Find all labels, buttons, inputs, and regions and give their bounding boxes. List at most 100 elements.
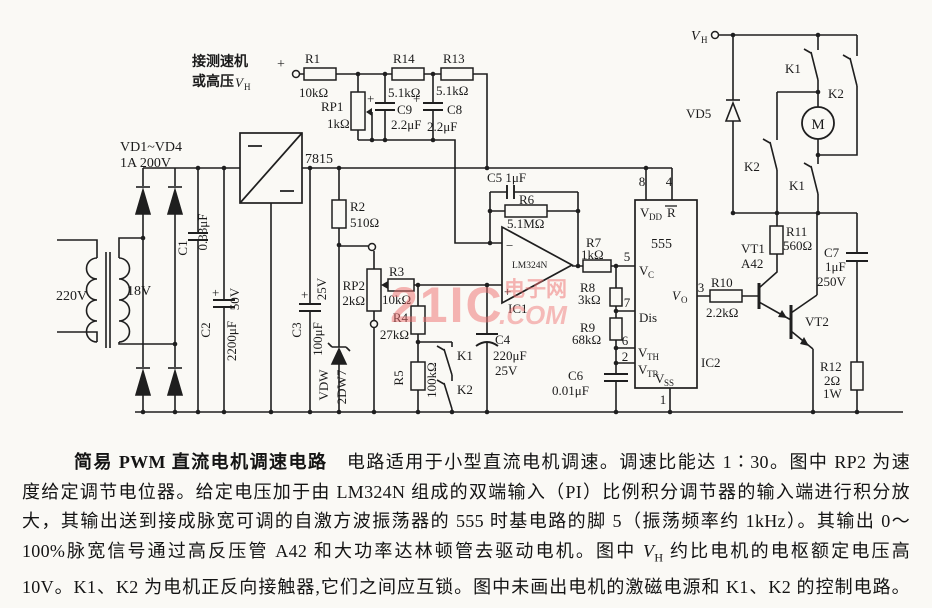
pin-3: 3 [698,280,705,295]
label-rp1v: 1kΩ [327,116,350,131]
label-vtr-sub: TR [647,369,659,379]
label-rp2v: 2kΩ [342,293,365,308]
input-vh-sub: H [244,82,251,92]
label-vt1v: A42 [741,256,763,271]
label-r11: R11 [786,224,807,239]
label-rp1: RP1 [321,99,343,114]
pin-8: 8 [639,174,646,189]
label-c1: C1 [175,240,190,255]
label-c2r: 50V [227,287,242,310]
label-r3: R3 [389,264,404,279]
input-label-line1: 接测速机 [192,53,248,70]
label-ic1: IC1 [508,301,528,316]
label-k1-mid: K1 [457,348,473,363]
pin-4: 4 [666,174,673,189]
label-r14: R14 [393,51,415,66]
junction-dots [140,32,860,415]
labels: 接测速机 或高压 V H + VD1~VD4 1A 200V 7815 220V… [56,29,847,407]
label-vdwv: 2DW7 [334,369,349,404]
input-plus: + [277,57,285,72]
label-c6v: 0.01μF [552,383,589,398]
label-r12: R12 [820,359,842,374]
label-c2v: 2200μF [224,321,239,361]
label-c2: C2 [198,322,213,337]
label-7815: 7815 [305,152,333,167]
label-r5v: 100kΩ [424,362,439,398]
label-k1-top: K1 [785,61,801,76]
label-c9-plus: + [367,91,374,106]
label-r5: R5 [391,370,406,385]
transistors [757,283,809,346]
watermark-com: .COM [499,300,568,330]
label-vc: V [639,263,649,278]
label-r8v: 3kΩ [578,292,601,307]
label-r3v: 10kΩ [382,292,411,307]
label-vdd: V [640,205,650,220]
label-c9: C9 [397,102,412,117]
caption-title: 简易 PWM 直流电机调速电路 [74,452,328,472]
wires [57,34,903,413]
label-555: 555 [651,237,672,252]
potentiometer-arrows [366,108,388,289]
pin-5: 5 [624,249,631,264]
label-vd1-vd4-rating: 1A 200V [120,156,171,171]
label-lm324n: LM324N [512,261,548,271]
label-c9v: 2.2μF [391,117,421,132]
label-r2: R2 [350,199,365,214]
label-r12v: 2Ω [824,373,840,388]
label-rbar: R [667,205,676,220]
label-vss-sub: SS [664,378,674,388]
label-vd1-vd4: VD1~VD4 [120,140,182,155]
label-vh-sub: H [701,35,708,45]
label-k2-bot: K2 [744,159,760,174]
pin-6: 6 [622,333,629,348]
caption-vh: VH [643,540,664,565]
label-c6: C6 [568,368,584,383]
caption-line-1-rest: 电路适用于小型直流电机调速。调速比能达 1∶30。图中 RP2 为速 [327,452,911,472]
resistor-bodies [303,67,864,391]
caption-line-5: 10V。K1、K2 为电机正反向接触器,它们之间应互锁。图中未画出电机的激磁电源… [22,576,910,597]
motor-letter: M [811,117,824,133]
label-c3r: 25V [314,277,329,300]
watermark-21ic: 21IC [390,277,504,333]
label-c8-plus: + [413,91,420,106]
label-r1: R1 [305,51,320,66]
pin-2: 2 [622,349,629,364]
label-vh: V [691,29,701,44]
regulator-7815-box [239,132,303,204]
switch-blades [436,48,858,410]
label-vtr: V [638,362,648,377]
label-c8v: 2.2μF [427,119,457,134]
label-vt2: VT2 [805,314,829,329]
diode-vd5 [724,99,742,122]
label-vth: V [638,345,648,360]
label-r11v: 560Ω [783,238,812,253]
label-c4: C4 [495,332,511,347]
label-vc-sub: C [648,270,654,280]
pin-7: 7 [624,295,631,310]
opamp-triangle [501,225,574,305]
label-r8: R8 [580,280,595,295]
label-c3: C3 [289,322,304,337]
label-r13v: 5.1kΩ [436,83,468,98]
caption-line-2: 度给定调节电位器。给定电压加于由 LM324N 组成的双端输入（PI）比例积分调… [22,481,910,502]
label-r7v: 1kΩ [581,247,604,262]
input-vh: V [235,75,245,90]
label-vdd-sub: DD [649,212,662,222]
label-dis: Dis [639,310,657,325]
label-r7: R7 [586,235,602,250]
bridge-diodes [134,186,184,396]
label-c4r: 25V [495,363,518,378]
label-r4: R4 [393,310,409,325]
label-vdw: VDW [316,369,331,401]
label-c7: C7 [824,245,840,260]
caption-line-4a: 100%脉宽信号通过高反压管 A42 和大功率达林顿管去驱动电机。图中 [22,540,644,561]
label-ic2: IC2 [701,355,721,370]
opamp-minus: − [506,238,513,253]
label-k2-mid: K2 [457,382,473,397]
label-c5: C5 1μF [487,170,526,185]
label-r1v: 10kΩ [299,85,328,100]
caption-line-1: 简易 PWM 直流电机调速电路 电路适用于小型直流电机调速。调速比能达 1∶30… [22,448,910,478]
capacitor-plates [188,102,868,382]
opamp-plus: + [504,284,511,299]
